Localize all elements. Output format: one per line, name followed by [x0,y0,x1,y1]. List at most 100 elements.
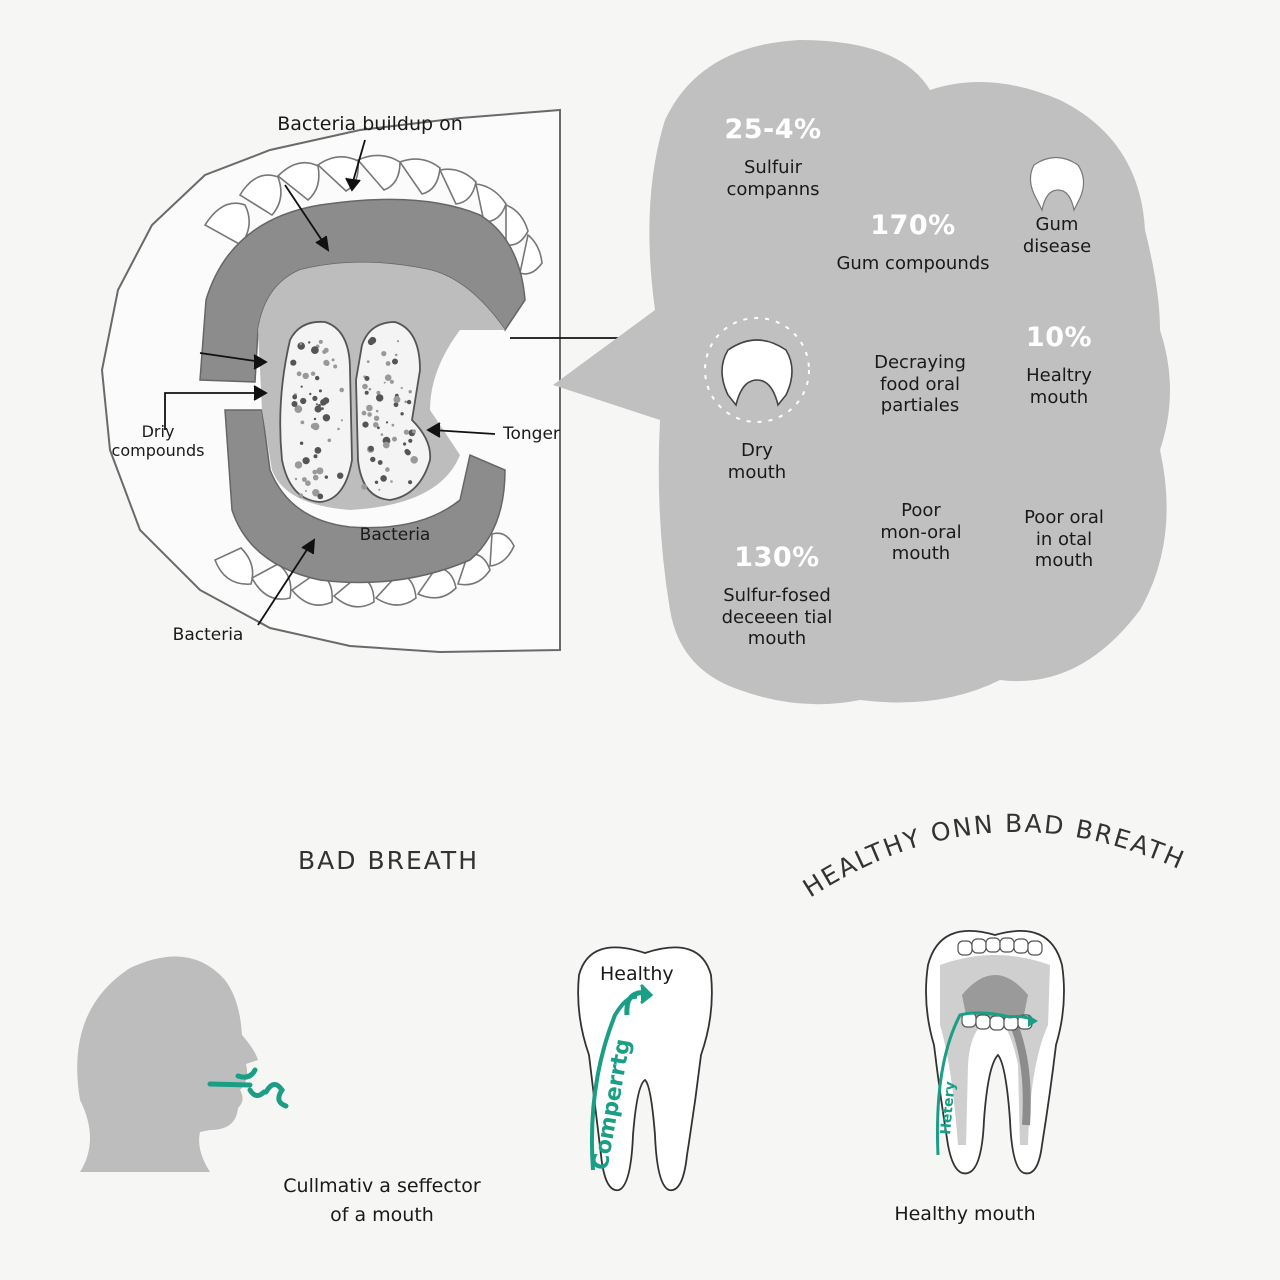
bacteria-speck [380,475,387,482]
tooth-icon [1029,156,1085,212]
bacteria-speck [292,394,298,400]
bacteria-speck [340,419,343,422]
bacteria-speck [299,441,304,445]
bacteria-speck [376,394,384,402]
inner-lower-teeth [961,1012,1033,1031]
bacteria-speck [408,480,413,485]
bacteria-speck [304,490,307,492]
head-silhouette [77,956,289,1172]
tongue [279,320,432,503]
bacteria-speck [361,410,367,416]
bacteria-speck [305,480,311,487]
lower-gum [224,409,506,584]
mouth-cross-section-diagram [100,108,681,654]
bacteria-speck [370,456,376,463]
bacteria-speck [375,409,379,413]
bacteria-speck [294,405,303,413]
bacteria-speck [312,489,320,497]
bacteria-speck [302,457,310,465]
label-bacteria-buildup: Bacteria buildup on [277,113,463,135]
bacteria-speck [367,412,372,417]
bacteria-speck [322,349,327,354]
tooth-healthy-diagram: Comperrtg [577,946,713,1192]
cloud-percent: 25-4% [724,114,822,145]
bacteria-speck [383,441,390,449]
bacteria-speck [393,402,399,408]
bacteria-speck [377,460,383,465]
bacteria-speck [389,379,394,384]
bacteria-speck [300,420,305,425]
bacteria-speck [311,346,319,354]
bacteria-speck [391,423,395,427]
bacteria-speck [290,359,297,366]
bacteria-speck [368,387,372,391]
bacteria-speck [310,371,316,376]
bacteria-speck [384,374,392,382]
bacteria-speck [313,417,317,421]
bacteria-speck [385,421,389,424]
svg-text:HEALTHY ONN BAD BREATH: HEALTHY ONN BAD BREATH [798,809,1190,903]
bacteria-speck [331,358,335,362]
cloud-label: Sulfuir companns [726,157,820,200]
bacteria-speck [312,422,320,431]
label-bacteria-bottom: Bacteria [172,625,244,645]
bacteria-speck [403,429,409,435]
bacteria-speck [373,415,380,421]
bacteria-speck [366,404,373,412]
bacteria-speck [361,483,368,490]
bacteria-speck [312,474,319,481]
cloud-label: Gum compounds [836,253,990,274]
tooth-healthy-label: Healthy [600,963,674,985]
title-bad-breath: BAD BREATH [298,846,479,875]
cloud-label: Poor oral in otal mouth [1024,507,1104,572]
bacteria-speck [400,386,403,390]
pointer-arrows [164,139,681,626]
bacteria-speck [400,412,404,416]
bacteria-speck [299,342,302,346]
bacteria-speck [322,414,331,422]
bacteria-speck [296,371,302,377]
label-bacteria-inner: Bacteria [359,525,431,545]
bacteria-speck [392,436,397,442]
bacteria-speck [300,385,303,388]
bacteria-speck [390,480,393,483]
bacteria-speck [404,400,408,404]
bacteria-speck [300,397,307,405]
bacteria-speck [368,445,374,452]
bacteria-speck [314,447,322,454]
caption-left: Cullmativ a seffector of a mouth [283,1175,481,1226]
upper-teeth [203,154,543,275]
bacteria-speck [392,358,398,365]
bacteria-speck [314,405,322,413]
bacteria-speck [377,426,380,430]
cloud-label: Healtry mouth [1026,365,1092,408]
bacteria-speck [383,381,386,384]
bacteria-speck [312,395,318,401]
bacteria-speck [316,467,324,475]
bacteria-speck [378,488,381,491]
bacteria-speck [337,427,340,431]
cloud-label: Decraying food oral partiales [874,352,966,417]
bacteria-speck [396,340,400,343]
bacteria-speck [406,399,412,405]
bacteria-speck [317,493,324,500]
bacteria-speck [312,469,318,475]
bacteria-speck [394,353,398,357]
bacteria-speck [362,383,368,390]
arc-title: HEALTHY ONN BAD BREATH [798,809,1190,903]
bacteria-speck [339,387,345,393]
tooth-arrow-text: Hetery [938,1081,959,1136]
bacteria-speck [385,361,391,366]
bacteria-speck [302,477,307,482]
tooth-mouth-diagram: Hetery [925,930,1065,1175]
caption-right: Healthy mouth [894,1203,1036,1225]
bacteria-speck [321,407,324,410]
bacteria-speck [367,338,375,346]
bacteria-speck [405,450,411,456]
label-tongue: Tonger [503,424,560,444]
bacteria-speck [337,472,344,479]
bacteria-speck [393,396,401,403]
inner-upper-teeth [957,937,1043,956]
bacteria-speck [294,461,303,469]
